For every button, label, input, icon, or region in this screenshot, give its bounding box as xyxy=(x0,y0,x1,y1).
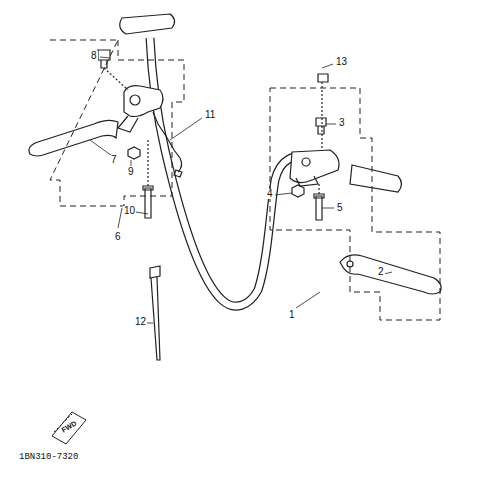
callout-number: 13 xyxy=(335,57,348,67)
callout-number: 11 xyxy=(204,110,216,120)
callout-number: 2 xyxy=(377,267,385,277)
callout-number: 8 xyxy=(90,51,98,61)
callout-number: 6 xyxy=(114,232,122,242)
callout-number: 4 xyxy=(266,189,274,199)
part-code: 1BN310-7320 xyxy=(18,453,79,462)
callout-number: 7 xyxy=(110,155,118,165)
callout-number: 5 xyxy=(336,203,344,213)
callout-number: 9 xyxy=(127,167,135,177)
callout-number: 10 xyxy=(123,206,136,216)
callout-number: 3 xyxy=(338,118,346,128)
callout-number: 1 xyxy=(288,310,296,320)
callout-number: 12 xyxy=(134,317,147,327)
